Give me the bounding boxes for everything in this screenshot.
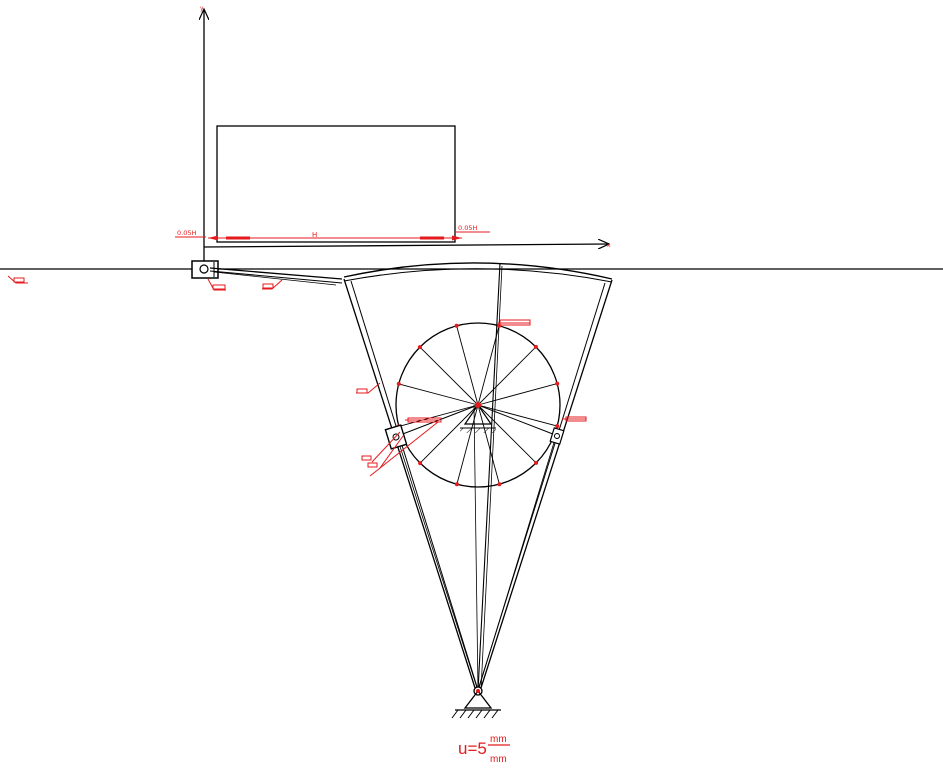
- rocker-left-side-outer: [343, 278, 477, 692]
- workspace-frame: [216, 125, 456, 243]
- dimension-arrow-right: [452, 235, 462, 241]
- scale-annotation: u=5 mm mm: [458, 734, 510, 765]
- crank-spoke: [477, 404, 537, 464]
- rocker-top-arc-inner: [343, 268, 613, 283]
- coupler-link-lower: [209, 270, 343, 284]
- crank-spokes: [398, 325, 558, 485]
- right-tolerance-label: 0.05H: [458, 224, 477, 232]
- crank-position-mark: [454, 482, 459, 487]
- crank-circle: [395, 322, 561, 488]
- rocker-right-side-outer: [479, 279, 613, 692]
- scale-numerator: mm: [490, 734, 507, 745]
- crank-link-left-1: [394, 404, 479, 438]
- rocker-center-line: [477, 262, 501, 692]
- dimension-arrow-left: [208, 235, 218, 241]
- x-axis: [203, 244, 608, 247]
- crank-spoke: [398, 383, 479, 406]
- left-tolerance-label: 0.05H: [177, 229, 196, 237]
- crank-spoke: [477, 383, 558, 406]
- fixed-pivot-hinge-icon: [451, 686, 501, 719]
- crank-position-mark: [417, 345, 422, 350]
- rocker-left-side-inner: [350, 280, 479, 691]
- crank-position-mark: [555, 381, 560, 386]
- crank-link-lower-1: [473, 404, 479, 692]
- crank-spoke: [477, 404, 500, 485]
- y-axis-label: y: [200, 5, 204, 12]
- scale-prefix: u=5: [458, 739, 487, 758]
- crank-spoke: [398, 404, 479, 427]
- crank-position-mark: [533, 344, 538, 349]
- rocker-slider-right-icon: [549, 427, 565, 445]
- rocker-top-arc: [343, 262, 613, 280]
- dimension-tick-right: [420, 236, 444, 240]
- crank-position-mark: [534, 460, 539, 465]
- stroke-dimension-label: H: [312, 231, 317, 239]
- crank-link-right-2: [477, 435, 557, 692]
- crank-spoke: [456, 325, 479, 406]
- crank-spoke: [477, 404, 558, 427]
- crank-spoke: [456, 404, 479, 485]
- crank-center-support-icon: [460, 402, 496, 433]
- x-axis-label: x: [607, 242, 611, 249]
- crank-spoke: [477, 346, 537, 406]
- crank-position-mark: [555, 424, 560, 429]
- crank-link-left-2: [396, 436, 479, 692]
- crank-spoke: [419, 346, 479, 406]
- crank-position-mark: [454, 323, 459, 328]
- slider-block-icon: [191, 260, 219, 279]
- crank-spoke: [477, 325, 500, 406]
- crank-spoke: [419, 404, 479, 464]
- coupler-link-upper: [209, 267, 343, 280]
- crank-position-mark: [418, 461, 423, 466]
- coupler-link-thin: [213, 271, 337, 286]
- rocker-center-line-2: [480, 265, 503, 691]
- crank-position-mark: [497, 482, 502, 487]
- annotation-leaders: [7, 275, 587, 477]
- scale-denominator: mm: [490, 754, 507, 765]
- dimension-tick-left: [226, 236, 250, 240]
- crank-link-right-1: [477, 404, 559, 437]
- crank-position-mark: [396, 381, 401, 386]
